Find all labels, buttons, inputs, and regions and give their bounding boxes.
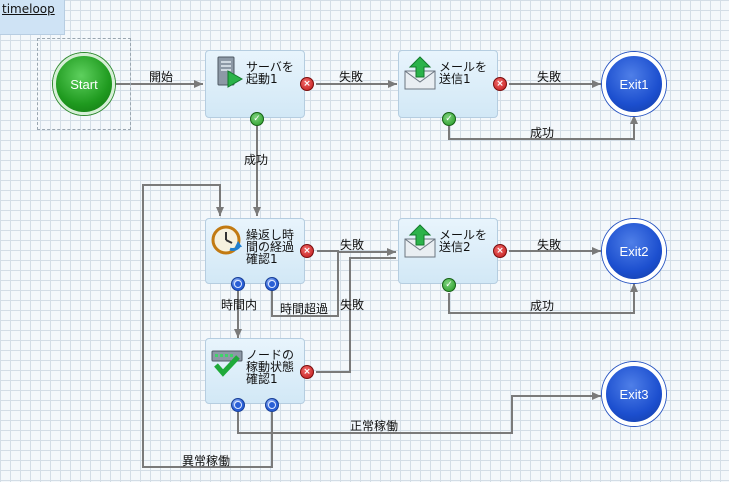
node-status-check-label: ノードの 稼動状態 確認1 [246,348,295,386]
label-server-success: 成功 [244,153,269,167]
node-mail-send1-label: メールを 送信1 [439,60,488,86]
label-mail2-fail: 失敗 [537,238,562,252]
mail2-fail-port-icon[interactable]: × [493,244,507,258]
server-fail-port-icon[interactable]: × [300,77,314,91]
node-server-start[interactable]: サーバを 起動1 [205,50,305,118]
label-start-to-server: 開始 [149,70,174,84]
label-status-abnormal: 異常稼働 [182,454,231,468]
edge-time-fail [271,250,339,317]
node-mail-send2-label: メールを 送信2 [439,228,488,254]
label-time-exceeded: 時間超過 [280,302,329,316]
mail-send-icon [404,224,436,258]
exit2-node[interactable]: Exit2 [602,219,666,283]
label-time-fail: 失敗 [340,238,365,252]
status-abnormal-port-icon[interactable] [265,398,279,412]
node-status-check[interactable]: ノードの 稼動状態 確認1 [205,338,305,404]
server-success-port-icon[interactable]: ✓ [250,112,264,126]
start-selection-box [37,38,131,130]
edge-time-to-mail2 [337,248,396,256]
node-status-icon [211,350,243,377]
node-mail-send1[interactable]: メールを 送信1 [398,50,498,118]
status-fail-port-icon[interactable]: × [300,365,314,379]
label-status-normal: 正常稼働 [350,419,399,433]
edge-mail1-success [448,115,638,140]
mail-send-icon [404,56,436,90]
mail1-success-port-icon[interactable]: ✓ [442,112,456,126]
label-time-within: 時間内 [221,298,258,312]
mail1-fail-port-icon[interactable]: × [493,77,507,91]
time-exceeded-port-icon[interactable] [265,277,279,291]
node-time-check-label: 繰返し時 間の経過 確認1 [246,228,295,266]
node-time-check[interactable]: 繰返し時 間の経過 確認1 [205,218,305,284]
exit3-node[interactable]: Exit3 [602,362,666,426]
diagram-title: timeloop [2,2,55,16]
label-mail1-success: 成功 [530,126,555,140]
start-node[interactable]: Start [53,53,115,115]
label-status-fail: 失敗 [340,298,365,312]
time-fail-port-icon[interactable]: × [300,244,314,258]
edge-status-normal [237,392,601,434]
node-server-start-label: サーバを 起動1 [246,60,294,86]
diagram-title-tab[interactable]: timeloop [0,0,65,35]
edge-status-fail [316,257,396,373]
mail2-success-port-icon[interactable]: ✓ [442,278,456,292]
clock-icon [211,225,242,255]
label-mail1-fail: 失敗 [537,70,562,84]
exit1-node[interactable]: Exit1 [602,52,666,116]
node-mail-send2[interactable]: メールを 送信2 [398,218,498,284]
time-within-port-icon[interactable] [231,277,245,291]
edge-status-abnormal [142,184,273,468]
label-mail2-success: 成功 [530,299,555,313]
label-server-fail: 失敗 [339,70,364,84]
status-normal-port-icon[interactable] [231,398,245,412]
server-icon [217,56,244,88]
edge-mail2-success [448,283,638,314]
